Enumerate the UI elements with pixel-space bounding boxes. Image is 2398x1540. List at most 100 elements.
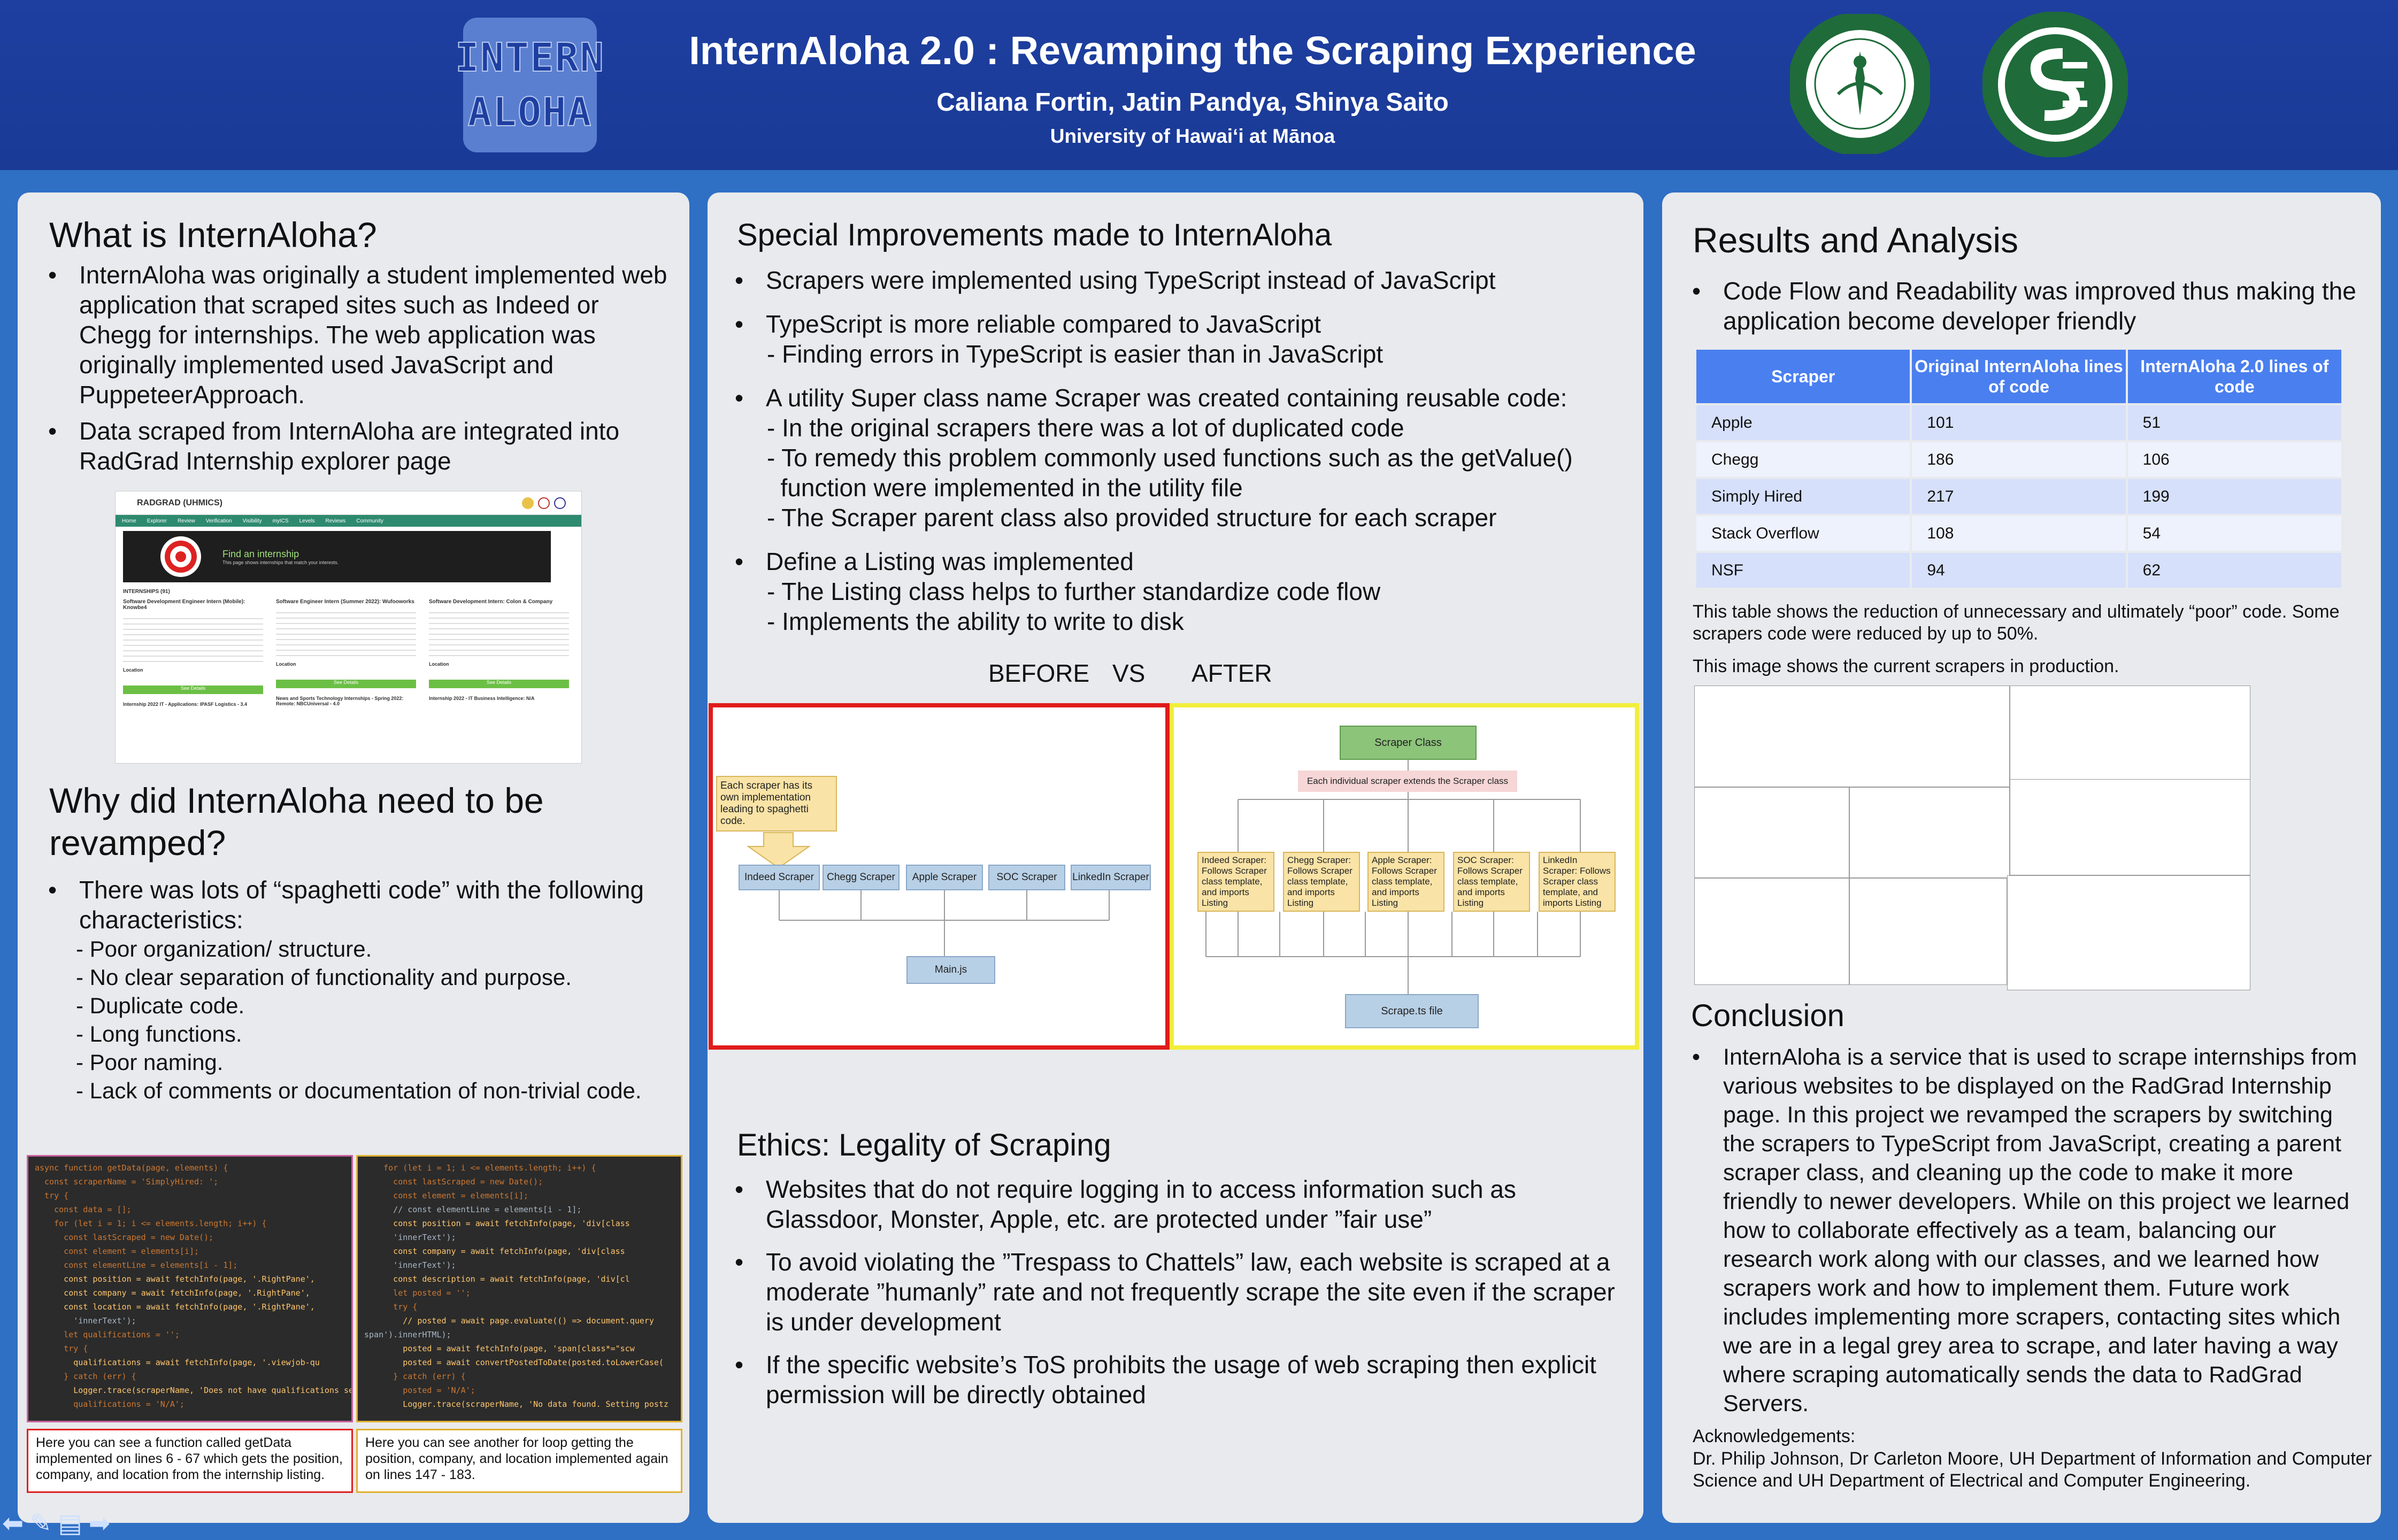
production-scrapers-screenshot	[1694, 686, 2250, 990]
code-line: 'innerText');	[35, 1316, 136, 1326]
table-header-row: Scraper Original InternAloha lines of co…	[1696, 350, 2341, 403]
terminal-screenshot	[2010, 779, 2250, 875]
code-line: posted = 'N/A';	[364, 1385, 475, 1395]
special-sub: - In the original scrapers there was a l…	[767, 414, 1404, 442]
level-icon	[537, 497, 550, 509]
see-details-button[interactable]: See Details	[123, 686, 263, 694]
back-arrow-icon[interactable]: ⬅	[2, 1510, 24, 1538]
after-file-box: Scrape.ts file	[1345, 994, 1479, 1028]
code-line: const data = [];	[35, 1205, 132, 1214]
nav-levels[interactable]: Levels	[299, 518, 315, 524]
before-apple-box: Apple Scraper	[906, 865, 983, 890]
slides-icon[interactable]: ▤	[58, 1510, 82, 1538]
nav-visibility[interactable]: Visibility	[242, 518, 262, 524]
pen-icon[interactable]: ✎	[30, 1510, 52, 1538]
special-bullet-1: Scrapers were implemented using TypeScri…	[734, 265, 1638, 295]
internship-card[interactable]: Software Engineer Intern (Summer 2022): …	[276, 599, 416, 707]
code-line: const position = await fetchInfo(page, '…	[35, 1274, 315, 1284]
poster-affiliation: University of Hawaiʻi at Mānoa	[1050, 125, 1335, 147]
nav-home[interactable]: Home	[122, 518, 136, 524]
university-of-hawaii-seal	[1788, 12, 1932, 156]
after-root-box: Scraper Class	[1340, 726, 1477, 760]
code-line: qualifications = await fetchInfo(page, '…	[35, 1358, 320, 1367]
card-location-label: Location	[276, 661, 296, 667]
special-sub: - The Listing class helps to further sta…	[767, 578, 1381, 605]
poster-title: InternAloha 2.0 : Revamping the Scraping…	[689, 28, 1696, 73]
card-location-label: Location	[429, 661, 449, 667]
special-bullets: Scrapers were implemented using TypeScri…	[734, 265, 1638, 643]
code-line: const company = await fetchInfo(page, '.…	[35, 1288, 310, 1298]
why-bullets: There was lots of “spaghetti code” with …	[47, 875, 673, 941]
after-indeed-box: Indeed Scraper: Follows Scraper class te…	[1197, 852, 1274, 912]
code-line: // posted = await page.evaluate(() => do…	[364, 1316, 654, 1326]
code-line: const position = await fetchInfo(page, '…	[364, 1219, 630, 1228]
table-header-cell: InternAloha 2.0 lines of code	[2127, 350, 2341, 403]
nav-myics[interactable]: myICS	[272, 518, 289, 524]
table-cell: NSF	[1696, 553, 1910, 588]
special-sub: - The Scraper parent class also provided…	[767, 504, 1497, 532]
terminal-screenshot	[1849, 878, 2007, 985]
section-title-results: Results and Analysis	[1693, 220, 2018, 260]
table-cell: 51	[2127, 405, 2341, 440]
why-sub-4: - Long functions.	[76, 1021, 242, 1046]
logo-word-aloha: ALOHA	[467, 89, 593, 136]
what-bullet-2: Data scraped from InternAloha are integr…	[47, 416, 673, 476]
caption-forloop: Here you can see another for loop gettin…	[356, 1429, 682, 1493]
radgrad-screenshot: RADGRAD (UHMICS) Home Explorer Review Ve…	[115, 491, 582, 764]
see-details-button[interactable]: See Details	[429, 680, 569, 688]
viewer-toolbar: ⬅ ✎ ▤ ➡	[0, 1508, 139, 1540]
table-cell: 101	[1912, 405, 2126, 440]
nav-reviews[interactable]: Reviews	[325, 518, 346, 524]
card-description	[123, 614, 263, 665]
code-line: const scraperName = 'SimplyHired: ';	[35, 1177, 219, 1187]
what-bullet-1: InternAloha was originally a student imp…	[47, 260, 673, 410]
what-bullets: InternAloha was originally a student imp…	[47, 260, 673, 482]
nav-verification[interactable]: Verification	[205, 518, 232, 524]
code-line: 'innerText');	[364, 1260, 456, 1270]
why-sub-3: - Duplicate code.	[76, 993, 245, 1018]
before-main-box: Main.js	[906, 956, 995, 984]
table-cell: 108	[1912, 516, 2126, 551]
see-details-button[interactable]: See Details	[276, 680, 416, 688]
why-subpoints: - Poor organization/ structure. - No cle…	[75, 935, 663, 1105]
nav-community[interactable]: Community	[356, 518, 383, 524]
radgrad-hero: Find an internship This page shows inter…	[123, 531, 551, 582]
nav-explorer[interactable]: Explorer	[147, 518, 167, 524]
code-line: const element = elements[i];	[35, 1246, 199, 1256]
after-connectors	[1205, 744, 1581, 994]
table-cell: 54	[2127, 516, 2341, 551]
hero-subtitle: This page shows internships that match y…	[222, 559, 339, 565]
code-line: } catch (err) {	[364, 1372, 466, 1381]
code-line: for (let i = 1; i <= elements.length; i+…	[35, 1219, 267, 1228]
code-line: Logger.trace(scraperName, 'No data found…	[364, 1399, 668, 1409]
table-cell: 199	[2127, 479, 2341, 514]
radgrad-brand: RADGRAD (UHMICS)	[137, 498, 222, 507]
image-note: This image shows the current scrapers in…	[1693, 656, 2119, 676]
card-footer-title: News and Sports Technology Internships -…	[276, 696, 404, 706]
card-title: Software Development Intern: Colon & Com…	[429, 599, 553, 605]
code-line: const elementLine = elements[i - 1];	[35, 1260, 238, 1270]
before-indeed-box: Indeed Scraper	[739, 865, 820, 890]
special-bullet-2: TypeScript is more reliable compared to …	[734, 309, 1638, 369]
code-line: const element = elements[i];	[364, 1191, 529, 1200]
table-cell: Simply Hired	[1696, 479, 1910, 514]
internships-header: INTERNSHIPS (91)	[123, 589, 170, 595]
radgrad-nav: Home Explorer Review Verification Visibi…	[116, 515, 581, 527]
internship-card[interactable]: Software Development Engineer Intern (Mo…	[123, 599, 263, 707]
code-line: const lastScraped = new Date();	[364, 1177, 543, 1187]
forward-arrow-icon[interactable]: ➡	[88, 1510, 111, 1538]
terminal-screenshot	[1694, 686, 2010, 787]
nav-review[interactable]: Review	[177, 518, 195, 524]
caption-getdata: Here you can see a function called getDa…	[27, 1429, 353, 1493]
after-note: Each individual scraper extends the Scra…	[1298, 771, 1517, 792]
terminal-screenshot	[2010, 686, 2250, 787]
after-chegg-box: Chegg Scraper: Follows Scraper class tem…	[1283, 852, 1360, 912]
ethics-bullet-2: To avoid violating the ”Trespass to Chat…	[734, 1247, 1638, 1337]
special-sub: - Implements the ability to write to dis…	[767, 607, 1184, 635]
card-description	[429, 608, 569, 659]
code-line: let posted = '';	[364, 1288, 471, 1298]
before-soc-box: SOC Scraper	[988, 865, 1065, 890]
internship-card[interactable]: Software Development Intern: Colon & Com…	[429, 599, 569, 707]
table-note: This table shows the reduction of unnece…	[1693, 602, 2340, 644]
